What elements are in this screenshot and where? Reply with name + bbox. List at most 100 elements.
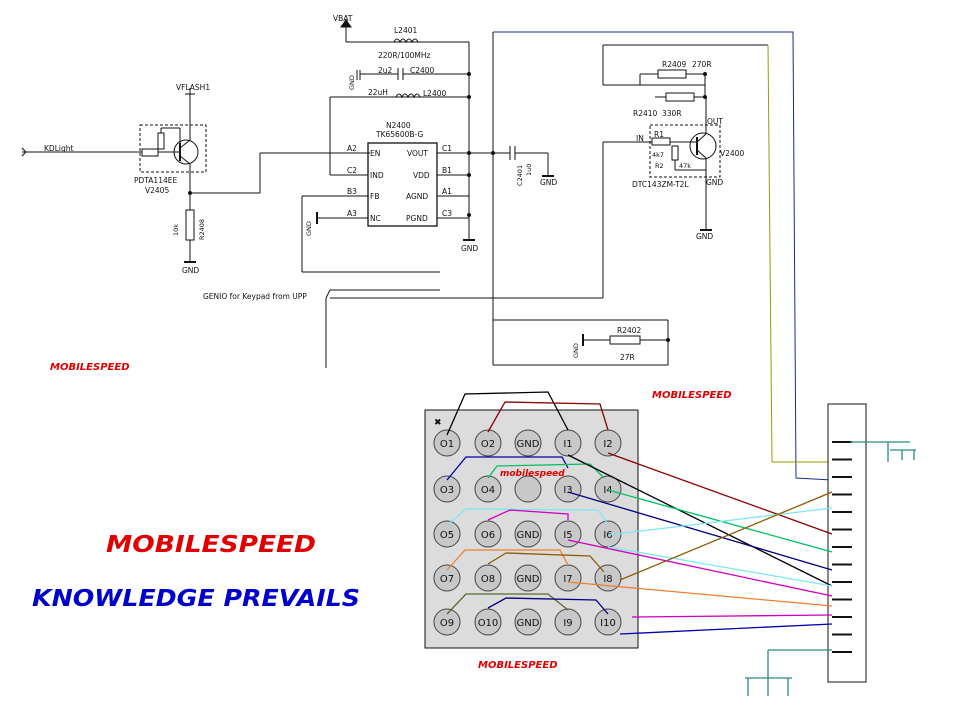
pin-name: VDD xyxy=(413,171,430,180)
v2405-part: PDTA114EE xyxy=(134,176,177,185)
l2400-value: 22uH xyxy=(368,88,388,97)
l2401-value: 220R/100MHz xyxy=(378,51,430,60)
junction-dots xyxy=(188,72,707,342)
inductor-l2400 xyxy=(395,93,421,99)
genio-line xyxy=(325,141,652,368)
v2400-out: OUT xyxy=(707,117,723,126)
ground-stubs xyxy=(745,441,916,696)
keypad-pad xyxy=(514,429,542,457)
watermark-3: mobilespeed xyxy=(500,469,565,479)
l2400-ref: L2400 xyxy=(423,89,446,98)
keypad-pad-label: O4 xyxy=(481,485,495,496)
c2401-value: 1u0 xyxy=(525,164,533,176)
transistor-v2400 xyxy=(649,97,721,231)
keypad-pad xyxy=(474,475,502,503)
r2408-value: 10k xyxy=(172,224,180,236)
pin1-marker: ✖ xyxy=(434,417,442,427)
keypad-pad xyxy=(433,475,461,503)
keypad-pad-label: I1 xyxy=(563,439,572,450)
pin-num: A3 xyxy=(347,209,357,218)
transistor-v2405 xyxy=(21,88,330,210)
pin-num: A1 xyxy=(442,187,452,196)
r2402-value: 27R xyxy=(620,353,635,362)
keypad-pad xyxy=(474,608,502,636)
keypad-pad-label: GND xyxy=(517,530,540,541)
keypad-pad-label: I5 xyxy=(563,530,572,541)
ic-n2400 xyxy=(301,97,493,273)
keypad-pad-label: I7 xyxy=(563,574,572,585)
keypad-pad xyxy=(554,475,582,503)
resistor-r2409 xyxy=(602,44,768,97)
r2410-value: 330R xyxy=(662,109,682,118)
led-supply-wires xyxy=(493,31,833,481)
keypad-pad-label: O10 xyxy=(478,618,499,629)
capacitor-c2401 xyxy=(492,32,554,365)
vbat-supply xyxy=(329,19,470,215)
v2400-r1-val: 4k7 xyxy=(652,151,664,159)
resistor-r2408 xyxy=(184,209,196,263)
brand-slogan: KNOWLEDGE PREVAILS xyxy=(32,586,360,612)
keypad-pad xyxy=(514,564,542,592)
ic-part: TK65600B-G xyxy=(375,130,423,139)
keypad-pad-label: O1 xyxy=(440,439,454,450)
keypad-pad-label: O2 xyxy=(481,439,495,450)
pin-num: B1 xyxy=(442,166,452,175)
keypad-pad xyxy=(554,520,582,548)
resistor-r2402 xyxy=(493,319,669,366)
keypad-pad xyxy=(433,429,461,457)
nc-gnd: GND xyxy=(305,221,313,236)
r2408-ref: R2408 xyxy=(198,219,206,240)
v2400-gnd: GND xyxy=(696,232,713,241)
keypad-pad xyxy=(474,520,502,548)
ic-gnd: GND xyxy=(461,244,478,253)
inductor-l2401 xyxy=(393,38,419,44)
r2402-gnd: GND xyxy=(572,343,580,358)
pin-num: A2 xyxy=(347,144,357,153)
keypad-pad-label: I6 xyxy=(603,530,612,541)
pin-name: EN xyxy=(370,149,380,158)
c2400-value: 2u2 xyxy=(378,66,393,75)
genio-label: GENIO for Keypad from UPP xyxy=(203,292,307,301)
v2400-in: IN xyxy=(636,134,644,143)
keypad-pad-label: O3 xyxy=(440,485,454,496)
r2402-ref: R2402 xyxy=(617,326,642,335)
keypad-pad xyxy=(514,608,542,636)
watermark-4: MOBILESPEED xyxy=(478,660,558,671)
keypad-pad-label: O5 xyxy=(440,530,454,541)
keypad-pad-label: I2 xyxy=(603,439,612,450)
keypad-pad xyxy=(474,564,502,592)
keypad-connector-traces xyxy=(567,452,833,635)
v2405-ref: V2405 xyxy=(145,186,169,195)
keypad-pad xyxy=(433,564,461,592)
keypad-pad xyxy=(594,475,622,503)
c2400-ref: C2400 xyxy=(410,66,435,75)
keypad-pad xyxy=(514,475,542,503)
keypad-pad xyxy=(433,520,461,548)
keypad-pad-label: I8 xyxy=(603,574,612,585)
pin-num: C1 xyxy=(442,144,452,153)
v2400-r2: R2 xyxy=(655,162,664,170)
c2401-gnd: GND xyxy=(540,178,557,187)
vflash-label: VFLASH1 xyxy=(176,83,210,92)
resistor-r2410 xyxy=(655,92,705,102)
keypad-pad xyxy=(474,429,502,457)
keypad-pad-label: O8 xyxy=(481,574,495,585)
keypad-pad-label: GND xyxy=(517,574,540,585)
ic-right-pins: VOUT C1 VDD B1 AGND A1 PGND C3 xyxy=(406,144,452,223)
keypad-pad-label: O6 xyxy=(481,530,495,541)
keypad-pad xyxy=(554,608,582,636)
fpc-connector xyxy=(827,403,867,683)
keypad-pad-label: O9 xyxy=(440,618,454,629)
v2400-part: DTC143ZM-T2L xyxy=(632,180,689,189)
keypad-pad xyxy=(514,520,542,548)
ic-left-pins: A2 EN C2 IND B3 FB A3 NC xyxy=(347,144,384,223)
pin-name: AGND xyxy=(406,192,428,201)
ic-ref: N2400 xyxy=(386,121,411,130)
pin-name: FB xyxy=(370,192,379,201)
keypad-pad-label: GND xyxy=(517,618,540,629)
watermarks: MOBILESPEED MOBILESPEED mobilespeed MOBI… xyxy=(50,362,732,671)
pin-num: C3 xyxy=(442,209,452,218)
v2400-r1: R1 xyxy=(654,130,664,139)
